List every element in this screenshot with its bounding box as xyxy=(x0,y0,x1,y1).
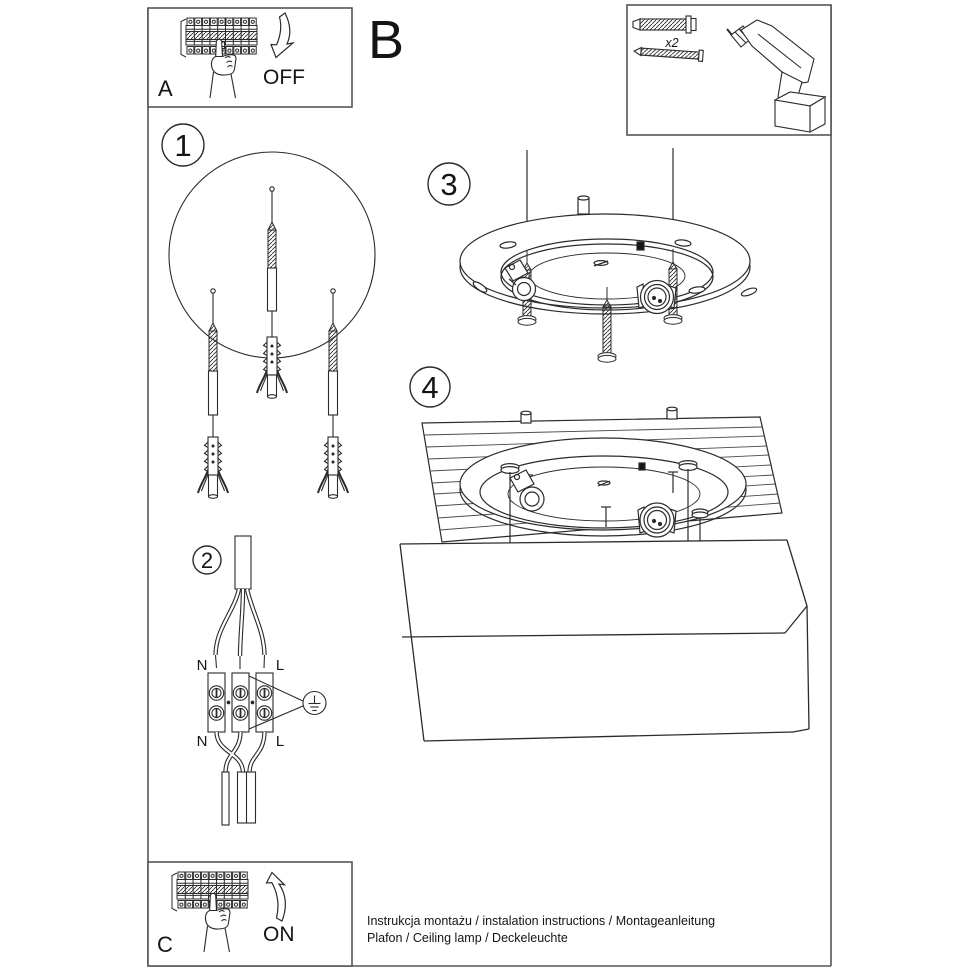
footer-title-line: Instrukcja montażu / instalation instruc… xyxy=(367,914,715,928)
breaker-on-panel: C ON xyxy=(147,861,353,967)
step-1-badge xyxy=(161,123,205,167)
off-label: OFF xyxy=(263,66,305,89)
step-4-figure: 4 xyxy=(399,366,810,742)
live-label-top: L xyxy=(276,657,284,674)
on-label: ON xyxy=(263,923,295,946)
step-c-label: C xyxy=(157,932,173,957)
step-2-figure: 2 N L N xyxy=(192,535,327,826)
breaker-off-panel: A OFF xyxy=(147,7,353,108)
screw-and-plug-icon xyxy=(197,288,229,500)
mounting-plate-icon xyxy=(459,213,758,315)
step-1-figure: 1 xyxy=(161,123,376,500)
lamp-socket-icon xyxy=(504,259,537,302)
step-b-label: B xyxy=(368,10,404,70)
lamp-socket-icon xyxy=(636,279,677,315)
lamp-socket-icon xyxy=(637,502,677,538)
anchor-qty-label: x2 xyxy=(664,36,678,50)
screw-icon xyxy=(632,46,704,62)
footer: Instrukcja montażu / instalation instruc… xyxy=(367,914,715,945)
shade-box-icon xyxy=(399,539,810,742)
screw-tip-icon xyxy=(666,406,678,420)
step-4-badge xyxy=(409,366,451,408)
screw-and-plug-icon xyxy=(317,288,349,500)
step-4-number: 4 xyxy=(421,370,438,405)
footer-product-line: Plafon / Ceiling lamp / Deckeleuchte xyxy=(367,931,568,945)
box-a-frame xyxy=(147,7,353,108)
step-3-figure: 3 xyxy=(427,148,758,363)
curved-arrow-down-icon xyxy=(270,12,296,59)
earth-leader-line xyxy=(248,705,304,730)
parts-box: x2 xyxy=(626,4,832,136)
cable-icon xyxy=(234,535,252,590)
step-3-badge xyxy=(427,162,471,206)
step-1-number: 1 xyxy=(174,128,191,163)
wall-plug-icon xyxy=(632,15,697,34)
terminal-block-icon xyxy=(207,672,274,733)
screw-and-plug-icon xyxy=(256,186,288,400)
box-c-frame xyxy=(147,861,353,967)
step-a-label: A xyxy=(158,76,173,101)
cable-icon xyxy=(221,771,230,826)
step-2-number: 2 xyxy=(201,548,213,573)
drill-icon xyxy=(726,19,827,133)
center-pipe-icon xyxy=(577,195,590,215)
crossed-wires xyxy=(214,731,267,773)
curved-arrow-up-icon xyxy=(265,871,287,922)
live-label-bottom: L xyxy=(276,733,284,750)
earth-symbol-icon xyxy=(302,690,327,716)
twin-cable-icon xyxy=(236,771,257,824)
earth-leader-line xyxy=(248,675,304,702)
step-3-number: 3 xyxy=(440,167,457,202)
screw-tip-icon xyxy=(520,410,532,424)
neutral-label-top: N xyxy=(197,657,208,674)
lamp-socket-icon xyxy=(509,469,545,512)
step-2-badge xyxy=(192,545,222,575)
wires xyxy=(213,588,267,669)
neutral-label-bottom: N xyxy=(197,733,208,750)
